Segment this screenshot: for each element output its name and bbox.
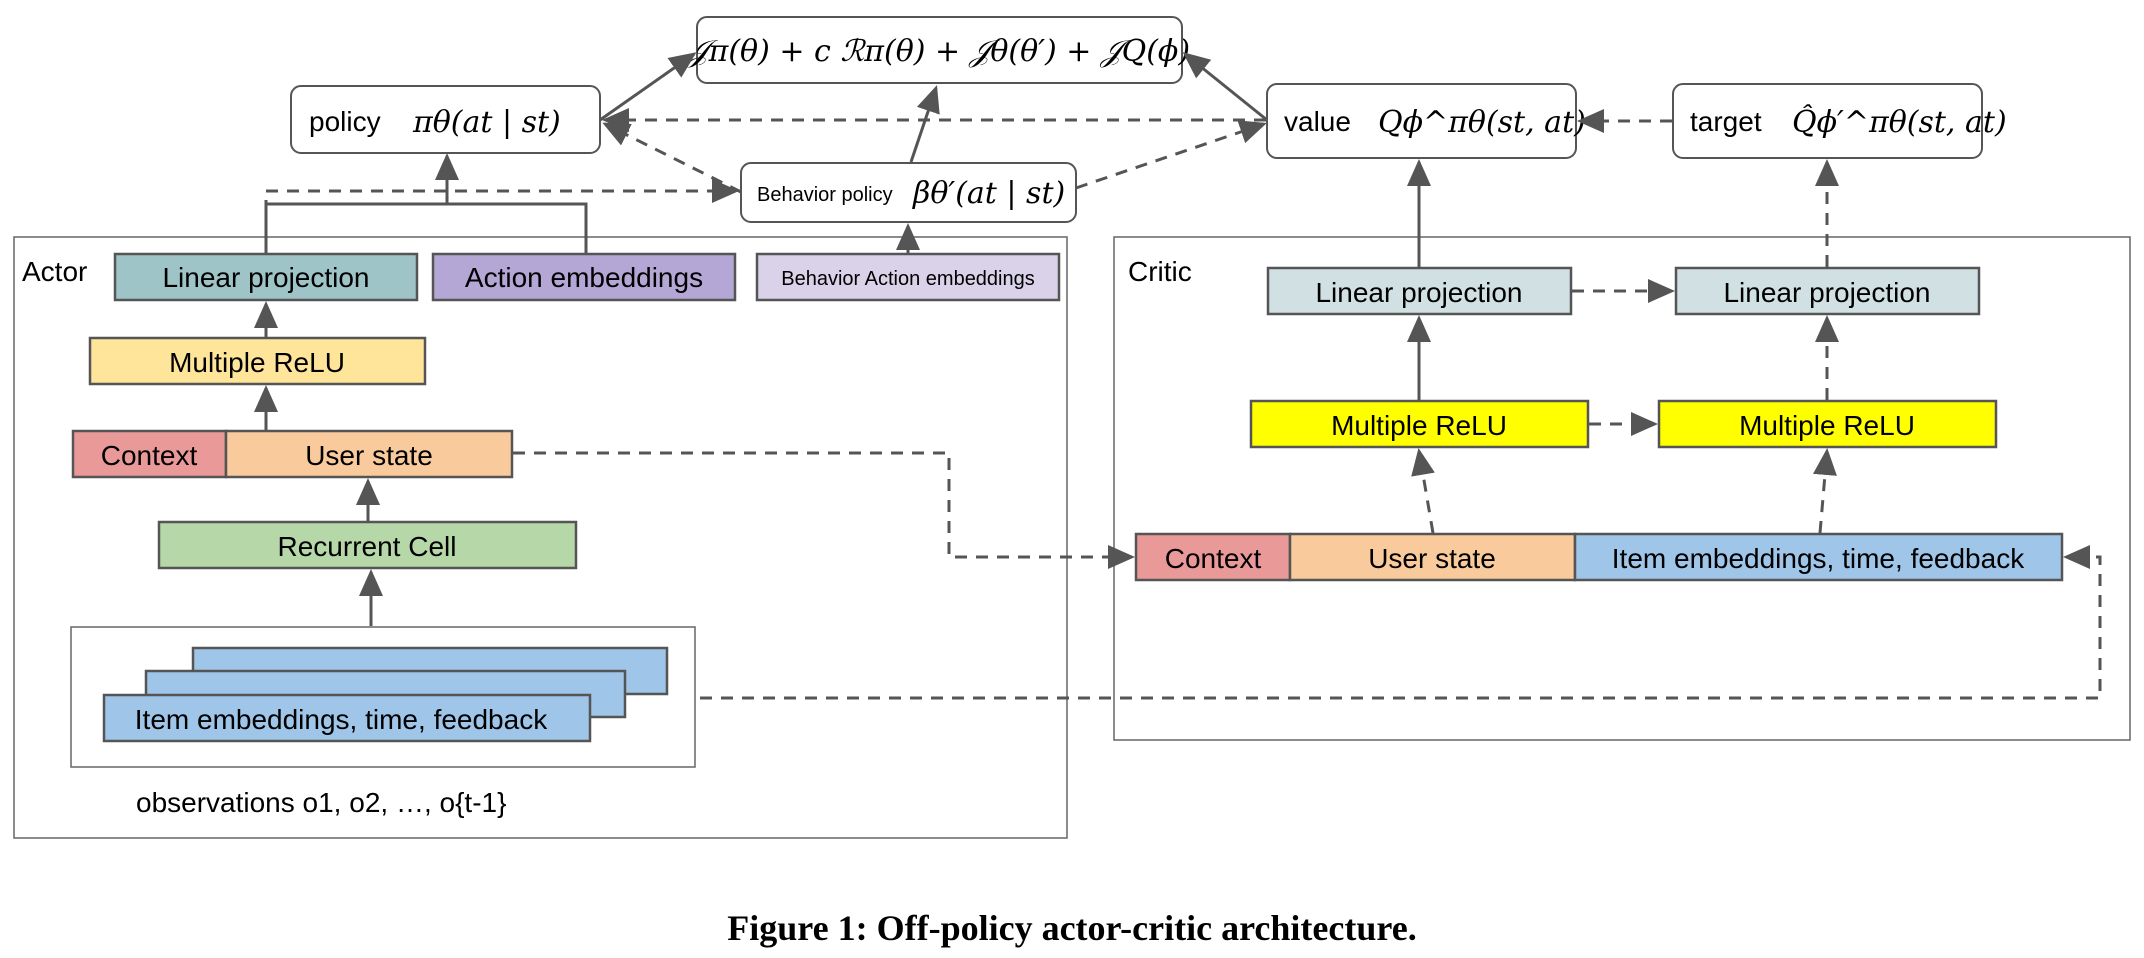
behavior-action-embeddings: Behavior Action embeddings xyxy=(755,252,1061,302)
critic-panel xyxy=(1113,236,2131,741)
actor-user-state: User state xyxy=(224,429,514,479)
svg-text:Item embeddings, time, feedbac: Item embeddings, time, feedback xyxy=(1612,543,2025,574)
svg-text:Linear projection: Linear projection xyxy=(1315,277,1522,308)
value-box: value Qϕ^πθ(st, at) xyxy=(1266,83,1586,159)
item-embeddings-stack: Item embeddings, time, feedback xyxy=(102,646,669,743)
critic-user-state: User state xyxy=(1288,532,1577,582)
dashed-connectors xyxy=(264,108,2102,700)
actor-context: Context xyxy=(71,429,228,479)
svg-text:Context: Context xyxy=(101,440,198,471)
critic-item-embeddings: Item embeddings, time, feedback xyxy=(1573,532,2064,582)
target-box: target Q̂ϕ′^πθ(st, at) xyxy=(1672,83,2007,159)
behavior-policy-box: Behavior policy βθ′(at | st) xyxy=(740,162,1077,223)
actor-item-embeddings: Item embeddings, time, feedback xyxy=(135,704,548,735)
actor-panel xyxy=(13,236,1068,839)
objective-formula: 𝒥π(θ) + c ℛπ(θ) + 𝒥θ(θ′) + 𝒥Q(ϕ) xyxy=(686,34,1190,69)
critic-multiple-relu: Multiple ReLU xyxy=(1249,399,1590,449)
behavior-policy-label: Behavior policy xyxy=(757,184,893,206)
target-formula: Q̂ϕ′^πθ(st, at) xyxy=(1792,105,2007,140)
target-label: target xyxy=(1690,106,1762,137)
action-embeddings: Action embeddings xyxy=(431,252,737,302)
critic-linear-projection: Linear projection xyxy=(1266,266,1573,316)
critic-multiple-relu-target: Multiple ReLU xyxy=(1657,399,1998,449)
critic-context: Context xyxy=(1134,532,1292,582)
svg-text:Context: Context xyxy=(1165,543,1262,574)
recurrent-cell: Recurrent Cell xyxy=(157,520,578,570)
svg-text:Multiple ReLU: Multiple ReLU xyxy=(1739,410,1915,441)
critic-linear-projection-target: Linear projection xyxy=(1674,266,1981,316)
critic-title: Critic xyxy=(1128,256,1192,287)
svg-text:Multiple ReLU: Multiple ReLU xyxy=(169,347,345,378)
svg-text:Linear projection: Linear projection xyxy=(162,262,369,293)
policy-label: policy xyxy=(309,106,381,137)
svg-text:Action embeddings: Action embeddings xyxy=(465,262,703,293)
value-label: value xyxy=(1284,106,1351,137)
policy-box: policy πθ(at | st) xyxy=(290,85,601,154)
observations-label: observations o1, o2, …, o{t-1} xyxy=(136,787,506,818)
objective-box: 𝒥π(θ) + c ℛπ(θ) + 𝒥θ(θ′) + 𝒥Q(ϕ) xyxy=(686,16,1190,84)
svg-text:Behavior Action embeddings: Behavior Action embeddings xyxy=(781,268,1035,290)
actor-title: Actor xyxy=(22,256,87,287)
svg-text:Linear projection: Linear projection xyxy=(1723,277,1930,308)
svg-text:User state: User state xyxy=(305,440,433,471)
behavior-policy-formula: βθ′(at | st) xyxy=(912,176,1065,211)
actor-multiple-relu: Multiple ReLU xyxy=(88,336,427,386)
value-formula: Qϕ^πθ(st, at) xyxy=(1378,105,1586,140)
svg-text:User state: User state xyxy=(1368,543,1496,574)
svg-text:Recurrent Cell: Recurrent Cell xyxy=(278,531,457,562)
svg-text:Multiple ReLU: Multiple ReLU xyxy=(1331,410,1507,441)
figure-caption: Figure 1: Off-policy actor-critic archit… xyxy=(727,908,1416,948)
actor-linear-projection: Linear projection xyxy=(113,252,419,302)
policy-formula: πθ(at | st) xyxy=(412,105,561,140)
